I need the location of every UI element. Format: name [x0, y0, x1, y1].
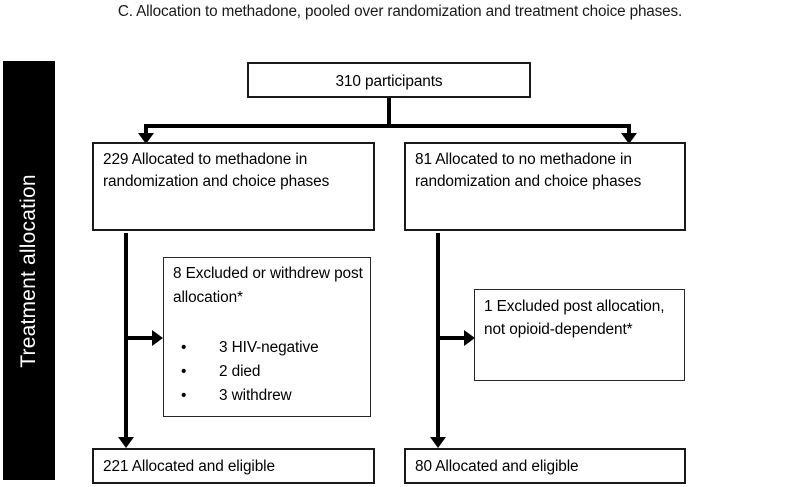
list-item: 3 HIV-negative — [173, 336, 366, 360]
connector-enrolled-stem — [387, 97, 391, 126]
node-enrolled: 310 participants — [247, 62, 531, 98]
node-excluded-methadone-reasons: 3 HIV-negative 2 died 3 withdrew — [173, 336, 366, 408]
list-item: 2 died — [173, 360, 366, 384]
arrowhead-to-excluded-methadone — [152, 330, 163, 346]
node-enrolled-label: 310 participants — [335, 73, 443, 90]
connector-right-to-excluded — [436, 336, 467, 340]
connector-left-to-excluded — [124, 336, 155, 340]
node-eligible-no-methadone-label: 80 Allocated and eligible — [415, 458, 579, 475]
node-allocated-no-methadone: 81 Allocated to no methadone in randomiz… — [404, 142, 686, 231]
arrowhead-to-allocated-no-methadone — [621, 133, 637, 144]
connector-fork-bar — [144, 124, 631, 128]
arrowhead-to-allocated-methadone — [138, 133, 154, 144]
stage-band-label: Treatment allocation — [17, 173, 40, 368]
node-allocated-methadone-label: 229 Allocated to methadone in randomizat… — [103, 151, 330, 190]
figure-caption: C. Allocation to methadone, pooled over … — [117, 3, 683, 20]
list-item: 3 withdrew — [173, 384, 366, 408]
node-allocated-no-methadone-label: 81 Allocated to no methadone in randomiz… — [415, 151, 642, 190]
node-excluded-methadone: 8 Excluded or withdrew post allocation* … — [163, 257, 371, 417]
node-excluded-no-methadone: 1 Excluded post allocation, not opioid-d… — [474, 289, 685, 381]
connector-fork-right-drop — [627, 124, 631, 136]
arrowhead-to-eligible-no-methadone — [430, 437, 446, 448]
node-excluded-methadone-heading: 8 Excluded or withdrew post allocation* — [173, 265, 363, 306]
arrowhead-to-excluded-no-methadone — [464, 330, 475, 346]
node-eligible-methadone-label: 221 Allocated and eligible — [103, 458, 275, 475]
stage-band-treatment-allocation: Treatment allocation — [3, 61, 55, 480]
connector-fork-left-drop — [144, 124, 148, 136]
node-allocated-methadone: 229 Allocated to methadone in randomizat… — [92, 142, 375, 231]
node-eligible-methadone: 221 Allocated and eligible — [92, 448, 375, 484]
node-excluded-no-methadone-label: 1 Excluded post allocation, not opioid-d… — [484, 298, 665, 338]
arrowhead-to-eligible-methadone — [118, 437, 134, 448]
node-eligible-no-methadone: 80 Allocated and eligible — [404, 448, 686, 484]
